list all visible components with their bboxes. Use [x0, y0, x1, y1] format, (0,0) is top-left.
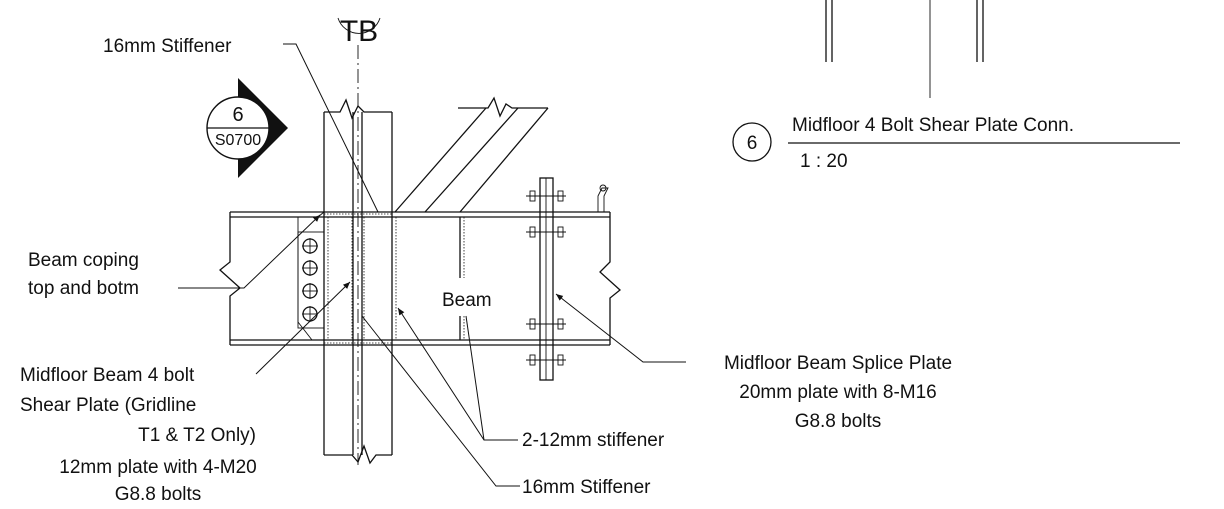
- detail-scale: 1 : 20: [800, 151, 848, 172]
- diagonal-brace: [394, 96, 549, 213]
- gridline-label: TB: [340, 15, 378, 48]
- shear-bolt: [302, 238, 318, 254]
- splice-bolt: [526, 354, 566, 366]
- section-marker[interactable]: 6 S0700: [206, 78, 288, 178]
- section-marker-number: 6: [232, 104, 243, 126]
- label-coping-line1: Beam coping: [28, 250, 139, 271]
- section-marker-sheet: S0700: [215, 132, 261, 149]
- label-splice-line2: 20mm plate with 8-M16: [739, 382, 936, 403]
- shear-bolt: [302, 283, 318, 299]
- splice-bolt: [526, 226, 566, 238]
- splice-bolt: [526, 318, 566, 330]
- detail-title: Midfloor 4 Bolt Shear Plate Conn.: [792, 115, 1074, 136]
- splice-bolt: [526, 190, 566, 202]
- stiffeners: [323, 212, 465, 345]
- detail-number: 6: [747, 133, 758, 154]
- label-beam: Beam: [442, 290, 492, 311]
- splice-plate: [526, 177, 609, 381]
- gridline-tb: TB: [337, 15, 381, 465]
- detail-title-block: 6 Midfloor 4 Bolt Shear Plate Conn. 1 : …: [732, 115, 1180, 172]
- label-stiffener-top: 16mm Stiffener: [103, 36, 232, 57]
- column: [323, 98, 393, 465]
- label-shear-plate-line3: T1 & T2 Only): [138, 425, 256, 446]
- label-shear-spec-line1: 12mm plate with 4-M20: [59, 457, 256, 478]
- label-shear-plate-line1: Midfloor Beam 4 bolt: [20, 365, 195, 386]
- label-coping-line2: top and botm: [28, 278, 139, 299]
- annotations: 16mm Stiffener Beam coping top and botm …: [20, 36, 952, 505]
- label-stiffener-pair: 2-12mm stiffener: [522, 430, 665, 451]
- leader-lines: [178, 43, 686, 487]
- label-shear-plate-line2: Shear Plate (Gridline: [20, 395, 196, 416]
- shear-bolt: [302, 260, 318, 276]
- label-splice-line1: Midfloor Beam Splice Plate: [724, 353, 952, 374]
- label-stiffener-bottom: 16mm Stiffener: [522, 477, 651, 498]
- shear-plate: [297, 231, 325, 329]
- label-splice-line3: G8.8 bolts: [795, 411, 882, 432]
- top-right-detail: [825, 0, 984, 98]
- shear-bolt: [302, 306, 318, 322]
- label-shear-spec-line2: G8.8 bolts: [115, 484, 202, 505]
